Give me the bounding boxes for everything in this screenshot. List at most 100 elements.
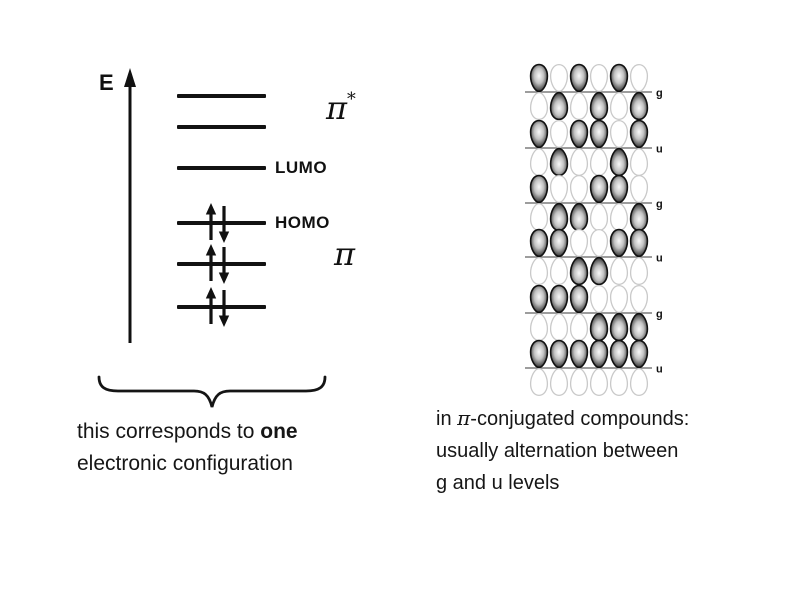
orbital-row: g [525,174,663,232]
energy-level [177,166,266,170]
orbital-lobe [629,119,649,149]
energy-axis-arrow-icon [124,68,136,343]
orbital-lobe [549,147,569,177]
orbital-lobe [629,228,649,258]
orbital-lobe [629,202,649,232]
orbital-lobe [569,367,589,397]
orbital-lobe [609,174,629,204]
left-caption-line2: electronic configuration [77,452,293,475]
orbital-lobe [629,256,649,286]
orbital-lobe [569,202,589,232]
orbital-lobe [589,284,609,314]
orbital-lobe [529,256,549,286]
orbital-lobe [569,256,589,286]
orbital-lobe [569,174,589,204]
orbital-lobe [569,284,589,314]
orbital-lobe [589,119,609,149]
orbital-lobe [589,312,609,342]
lumo-label: LUMO [275,158,328,177]
orbital-lobe [629,284,649,314]
orbital-lobe [629,174,649,204]
orbital-row: u [525,228,663,286]
homo-label: HOMO [275,213,330,232]
pi-star-superscript: * [347,90,356,110]
orbital-lobe [609,367,629,397]
electron-pair-icon [205,244,230,284]
right-caption-line1-rest: -conjugated compounds: [470,408,690,430]
energy-level [177,221,266,225]
orbital-lobe [589,147,609,177]
orbital-lobe [529,147,549,177]
orbital-lobe [609,284,629,314]
right-caption-line3: g and u levels [436,472,560,494]
orbital-lobe [609,147,629,177]
orbital-lobe [609,202,629,232]
energy-level [177,305,266,309]
electron-pair-icon [205,203,230,243]
energy-level [177,125,266,129]
orbital-lobe [569,63,589,93]
orbital-row: u [525,119,663,177]
pi-label: π [334,235,356,273]
right-caption-line2: usually alternation between [436,440,679,462]
orbital-lobe [529,367,549,397]
orbital-lobe [609,63,629,93]
orbital-lobe [589,63,609,93]
pi-star-symbol: π [326,89,348,127]
underbrace-icon [97,375,327,408]
left-caption-line1: this corresponds to one [77,416,298,448]
orbital-lobe [569,312,589,342]
parity-label: u [656,144,663,156]
pi-star-label: π* [326,89,356,127]
orbital-lobe [589,91,609,121]
orbital-lobe [529,202,549,232]
orbital-lobe [609,119,629,149]
left-caption-bold-word: one [260,420,298,443]
orbital-lobe [629,147,649,177]
parity-label: g [656,309,663,321]
orbital-lobe [569,339,589,369]
orbital-lobe [529,312,549,342]
orbital-lobe [609,312,629,342]
orbital-lobe [549,174,569,204]
orbital-lobe [549,367,569,397]
orbital-lobe [549,284,569,314]
orbital-lobe [569,228,589,258]
orbital-lobe [549,312,569,342]
parity-label: u [656,253,663,265]
right-caption-line1-prefix: in [436,408,458,430]
electron-pair-icon [205,287,230,327]
orbital-lobe [609,228,629,258]
parity-label: u [656,364,663,376]
pi-symbol: π [457,406,471,430]
orbital-lobe [549,339,569,369]
orbital-lobe [529,91,549,121]
orbital-lobe [549,91,569,121]
orbital-lobe [529,228,549,258]
orbital-diagram-svg: g u g u g u [525,63,663,397]
orbital-lobe [569,147,589,177]
orbital-lobe [609,91,629,121]
orbital-lobe [529,63,549,93]
orbital-lobe [529,339,549,369]
energy-level [177,94,266,98]
orbital-lobe [529,284,549,314]
orbital-lobe [609,256,629,286]
orbital-lobe [569,119,589,149]
parity-label: g [656,88,663,100]
orbital-lobe [569,91,589,121]
orbital-lobe [549,63,569,93]
orbital-row: g [525,284,663,342]
orbital-lobe [589,339,609,369]
right-caption: in π-conjugated compounds: usually alter… [436,402,689,499]
orbital-row: g [525,63,663,121]
orbital-lobe [589,202,609,232]
orbital-lobe [629,312,649,342]
parity-label: g [656,199,663,211]
orbital-lobe [549,202,569,232]
orbital-lobe [629,367,649,397]
orbital-lobe [549,119,569,149]
left-caption-line1-text: this corresponds to [77,420,261,443]
orbital-lobe [609,339,629,369]
